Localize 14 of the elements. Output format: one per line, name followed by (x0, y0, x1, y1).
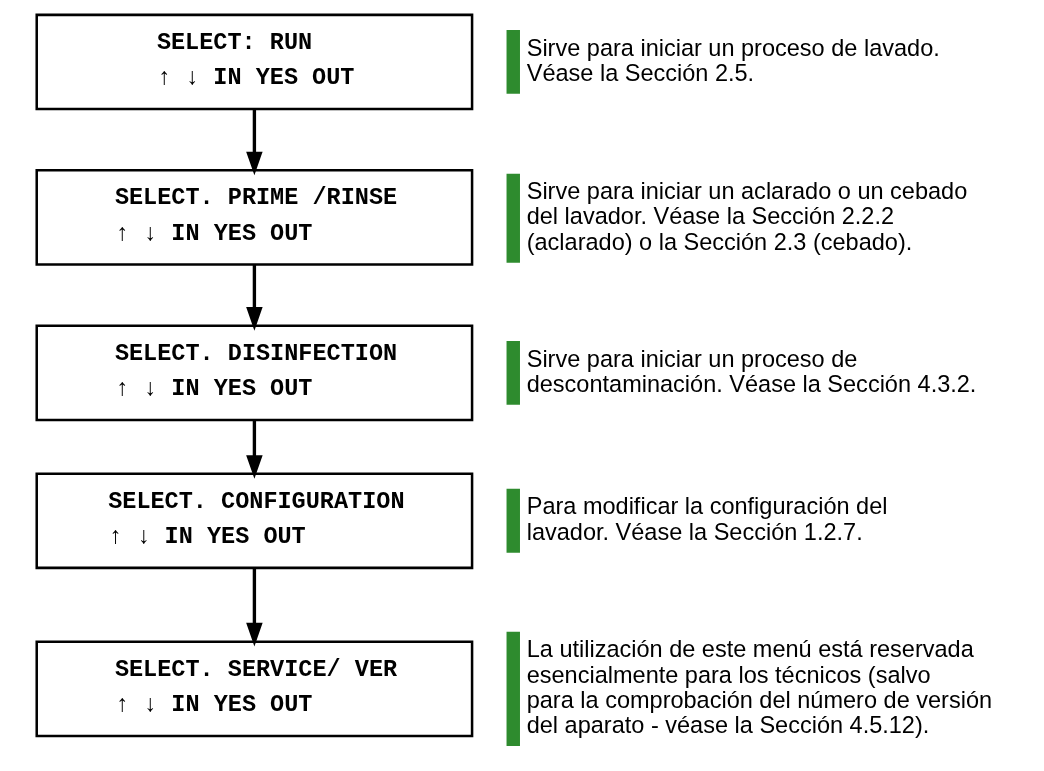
node-box: SELECT: RUN ↑ ↓ IN YES OUT (34, 13, 473, 111)
node-box: SELECT. PRIME /RINSE ↑ ↓ IN YES OUT (34, 169, 473, 266)
node-label: Sirve para iniciar un proceso de lavado. Véase la Sección 2.5. (526, 34, 940, 86)
arrow (245, 264, 263, 331)
arrow (245, 109, 263, 176)
node-label: Sirve para iniciar un aclarado o un cebado del lavador. Véase la Sección 2.2.2 (aclarado) o la Sección 2.3 (cebado). (526, 178, 967, 255)
arrow (245, 420, 263, 479)
node-label: Para modificar la configuración del lavador. Véase la Sección 1.2.7. (526, 493, 887, 545)
node-box: SELECT. CONFIGURATION ↑ ↓ IN YES OUT (34, 472, 473, 570)
node-label: La utilización de este menú está reservada esencialmente para los técnicos (salvo para la comprobación del número de versión del aparato - véase la Sección 4.5.12). (526, 636, 992, 738)
arrow (245, 567, 263, 647)
node-box: SELECT. SERVICE/ VER ↑ ↓ IN YES OUT (34, 640, 473, 738)
node-box: SELECT. DISINFECTION ↑ ↓ IN YES OUT (34, 324, 473, 422)
node-label: Sirve para iniciar un proceso de descontaminación. Véase la Sección 4.3.2. (526, 345, 976, 397)
